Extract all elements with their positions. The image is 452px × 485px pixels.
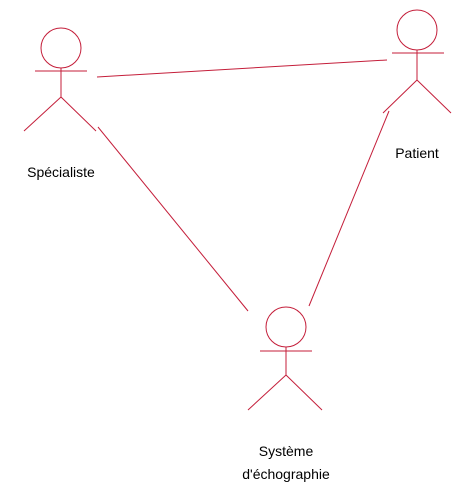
actor-label-patient: Patient bbox=[395, 145, 439, 161]
association-patient-systeme[interactable] bbox=[308, 110, 390, 307]
actor-patient[interactable]: Patient bbox=[382, 9, 452, 161]
actor-head bbox=[40, 27, 82, 69]
actor-label-systeme-line1: Système bbox=[259, 443, 314, 459]
actor-label-systeme-line2: d'échographie bbox=[242, 466, 330, 482]
actor-right-leg bbox=[60, 96, 97, 132]
actor-left-leg bbox=[23, 96, 62, 132]
actor-head bbox=[265, 306, 307, 348]
actor-specialiste[interactable]: Spécialiste bbox=[23, 27, 97, 180]
actor-label-specialiste: Spécialiste bbox=[27, 164, 95, 180]
actor-left-leg bbox=[247, 374, 287, 411]
actor-head bbox=[396, 9, 438, 51]
actor-right-leg bbox=[416, 79, 452, 114]
actor-right-leg bbox=[285, 374, 323, 411]
association-specialiste-systeme[interactable] bbox=[97, 126, 249, 312]
association-specialiste-patient[interactable] bbox=[96, 59, 388, 78]
actor-systeme-echographie[interactable]: Système d'échographie bbox=[242, 306, 330, 482]
actor-left-leg bbox=[382, 79, 418, 114]
